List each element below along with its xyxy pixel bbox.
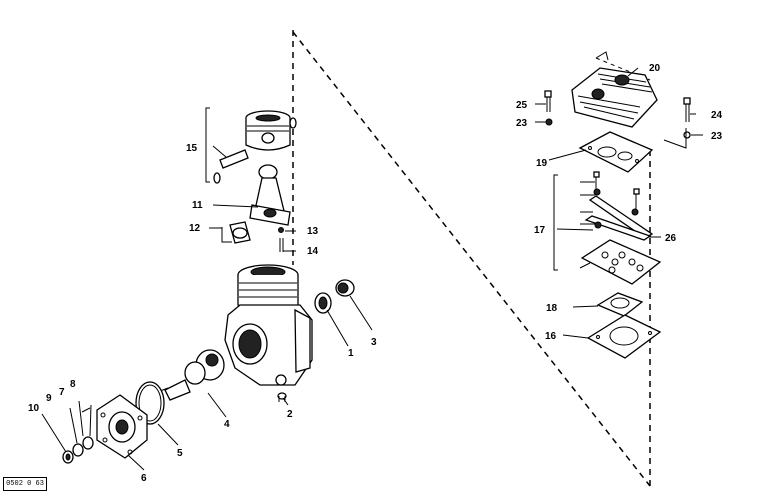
callout-17: 17: [534, 225, 546, 236]
callout-10: 10: [28, 403, 40, 414]
callout-11: 11: [192, 200, 203, 211]
callout-labels: 1 2 3 4 5 6 7 8 9 10 11 12 13 14 15 16 1…: [28, 63, 723, 484]
cylinder-head: [571, 51, 658, 128]
callout-2: 2: [287, 409, 293, 420]
valve-assembly: [553, 171, 662, 285]
callout-13: 13: [307, 226, 319, 237]
callout-1: 1: [348, 348, 354, 359]
callout-15: 15: [186, 143, 198, 154]
callout-14: 14: [307, 246, 319, 257]
callout-9: 9: [46, 393, 52, 404]
callout-18: 18: [546, 303, 558, 314]
callout-23-right: 23: [711, 131, 723, 142]
callout-20: 20: [649, 63, 661, 74]
connecting-rod: [249, 164, 291, 226]
callout-25: 25: [516, 100, 528, 111]
callout-26: 26: [665, 233, 677, 244]
crankshaft: [154, 349, 225, 401]
callout-19: 19: [536, 158, 548, 169]
callout-24: 24: [711, 110, 723, 121]
callout-12: 12: [189, 223, 201, 234]
crankcase: [224, 264, 313, 386]
callout-6: 6: [141, 473, 147, 484]
callout-23-left: 23: [516, 118, 528, 129]
drawing-number-stamp: 0502 0 63: [3, 477, 47, 491]
callout-7: 7: [59, 387, 65, 398]
callout-4: 4: [224, 419, 230, 430]
shaft-nut-washers: [62, 407, 94, 464]
rod-bolt: [278, 227, 284, 252]
bearing-cover: [96, 394, 148, 459]
cylinder-gasket: [586, 314, 662, 359]
head-gasket: [578, 131, 654, 173]
piston-assembly: [205, 107, 297, 184]
valve-plate-gasket: [596, 292, 644, 317]
bearing-shells: [221, 221, 251, 244]
leader-lines: [41, 67, 703, 471]
callout-3: 3: [371, 337, 377, 348]
callout-8: 8: [70, 379, 76, 390]
head-screws: [544, 90, 691, 149]
callout-16: 16: [545, 331, 557, 342]
drain-plug: [277, 392, 287, 402]
seal-rings: [314, 279, 355, 314]
callout-5: 5: [177, 448, 183, 459]
